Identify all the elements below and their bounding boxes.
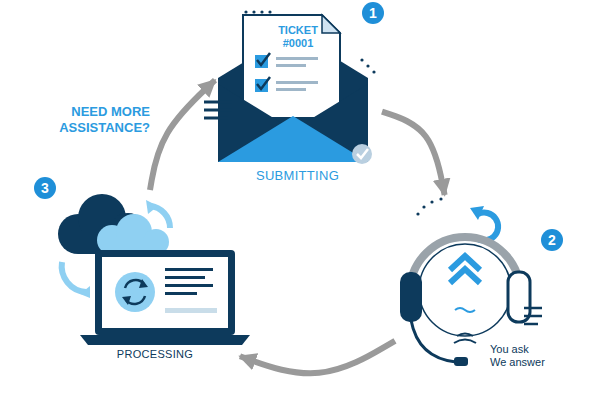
headset-illustration <box>400 197 542 366</box>
callout-number: 1 <box>362 2 384 24</box>
stage-title: PROCESSING <box>90 348 220 361</box>
cycle-arrow <box>382 112 445 195</box>
stage-title: SUBMITTING <box>215 168 380 184</box>
stage-caption: You ask We answer <box>490 343 546 369</box>
edge-label: NEED MORE ASSISTANCE? <box>18 103 152 137</box>
cycle-arrow <box>150 80 215 190</box>
ticket-number: TICKET #0001 <box>265 24 331 50</box>
stage-node: TICKET #0001SUBMITTING <box>215 8 382 193</box>
callout-number: 3 <box>34 177 56 199</box>
cycle-arrow <box>240 341 395 373</box>
stage-node: PROCESSING <box>40 190 240 365</box>
stage-node: You ask We answer <box>395 195 550 375</box>
laptop-illustration <box>58 194 250 345</box>
callout-number: 2 <box>541 229 563 251</box>
envelope-illustration <box>204 10 376 164</box>
